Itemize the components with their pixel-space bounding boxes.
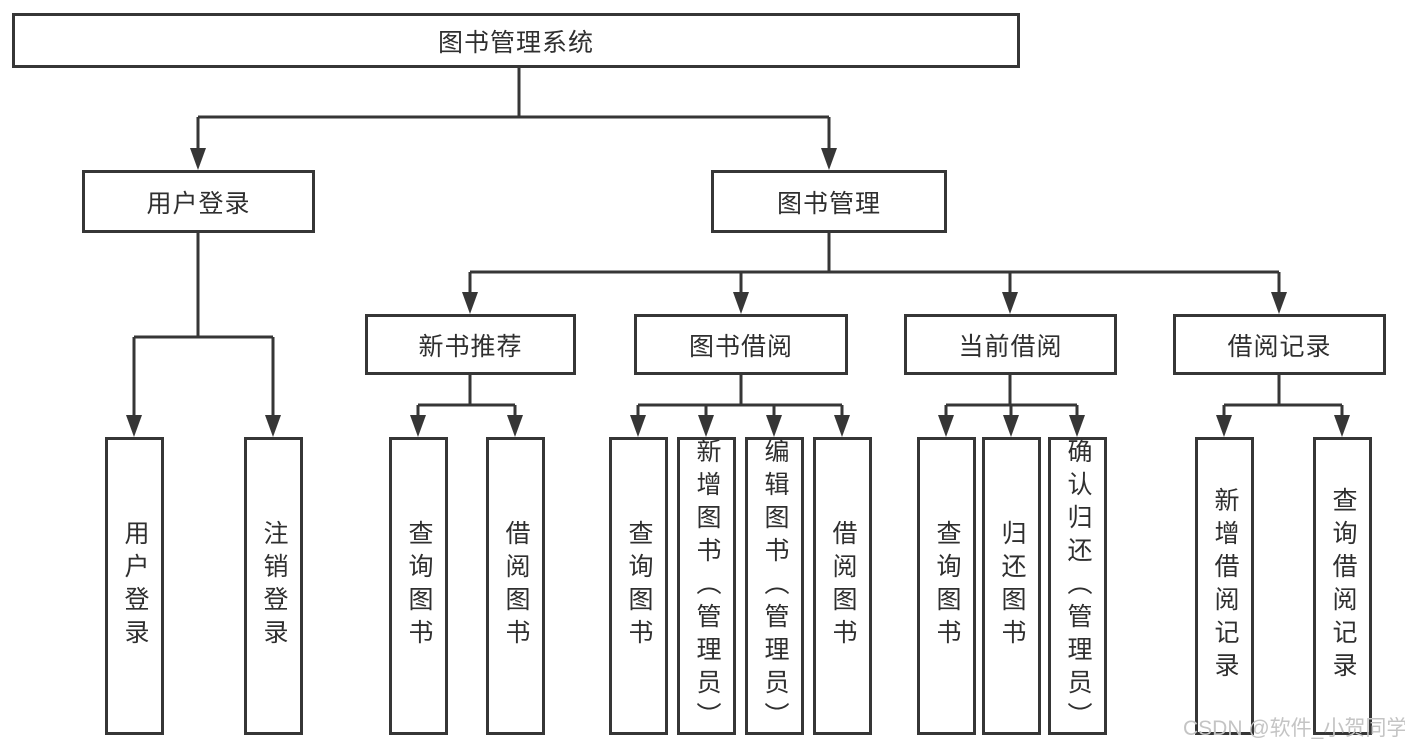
- node-user-login-group: 用户登录: [82, 170, 315, 233]
- csdn-watermark: CSDN @软件_小贺同学: [1183, 717, 1405, 740]
- leaf-borrow-books-label: 借阅图书: [829, 520, 857, 652]
- leaf-query-books-current: 查询图书: [917, 437, 976, 735]
- arrowhead-group: [126, 148, 1350, 437]
- leaf-query-borrow-record-label: 查询借阅记录: [1329, 487, 1357, 685]
- leaf-confirm-return-admin-label: 确认归还（管理员）: [1064, 437, 1092, 735]
- leaf-edit-books-admin: 编辑图书（管理员）: [745, 437, 804, 735]
- leaf-query-books-borrow: 查询图书: [609, 437, 668, 735]
- leaf-logout: 注销登录: [244, 437, 303, 735]
- leaf-query-books-borrow-label: 查询图书: [625, 520, 653, 652]
- leaf-add-books-admin: 新增图书（管理员）: [677, 437, 736, 735]
- leaf-add-borrow-record: 新增借阅记录: [1195, 437, 1254, 735]
- node-new-book-recommend: 新书推荐: [365, 314, 576, 375]
- leaf-confirm-return-admin: 确认归还（管理员）: [1048, 437, 1107, 735]
- node-borrowing-records: 借阅记录: [1173, 314, 1386, 375]
- leaf-return-books: 归还图书: [982, 437, 1041, 735]
- leaf-query-books-recommend-label: 查询图书: [405, 520, 433, 652]
- leaf-return-books-label: 归还图书: [998, 520, 1026, 652]
- leaf-query-borrow-record: 查询借阅记录: [1313, 437, 1372, 735]
- leaf-logout-label: 注销登录: [260, 520, 288, 652]
- leaf-user-login-label: 用户登录: [121, 520, 149, 652]
- leaf-query-books-current-label: 查询图书: [933, 520, 961, 652]
- leaf-add-books-admin-label: 新增图书（管理员）: [693, 437, 721, 735]
- leaf-borrow-books: 借阅图书: [813, 437, 872, 735]
- node-root-system: 图书管理系统: [12, 13, 1020, 68]
- node-book-management: 图书管理: [711, 170, 947, 233]
- leaf-add-borrow-record-label: 新增借阅记录: [1211, 487, 1239, 685]
- leaf-user-login: 用户登录: [105, 437, 164, 735]
- node-current-borrowing: 当前借阅: [904, 314, 1117, 375]
- leaf-borrow-books-recommend: 借阅图书: [486, 437, 545, 735]
- leaf-edit-books-admin-label: 编辑图书（管理员）: [761, 437, 789, 735]
- leaf-borrow-books-recommend-label: 借阅图书: [502, 520, 530, 652]
- leaf-query-books-recommend: 查询图书: [389, 437, 448, 735]
- node-book-borrowing: 图书借阅: [634, 314, 848, 375]
